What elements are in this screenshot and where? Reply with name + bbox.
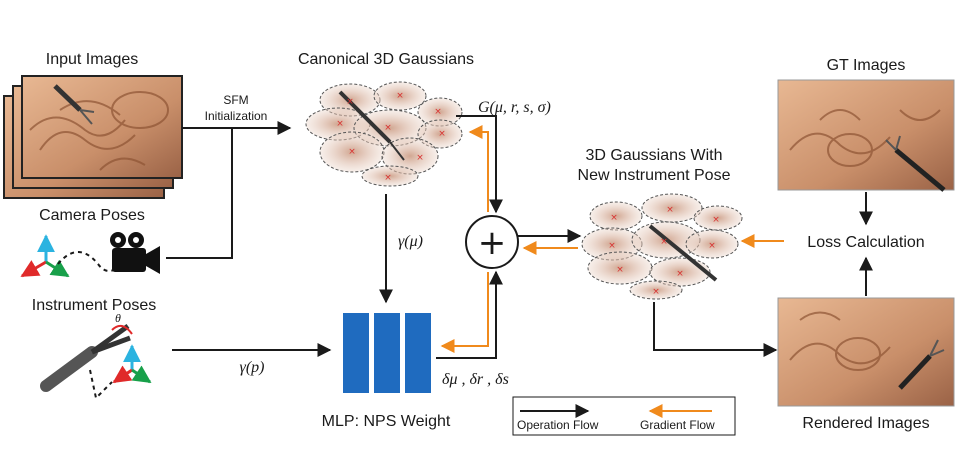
new-pose-gaussian-markers: × × × × × × × × × [608, 205, 720, 297]
mlp-label: MLP: NPS Weight [322, 413, 451, 430]
canonical-gaussians-cloud [305, 81, 463, 187]
input-images-stack [3, 75, 183, 199]
svg-text:×: × [708, 241, 716, 251]
gradient-plus-to-gaussians-arrow [468, 125, 489, 212]
brain-fold-texture [29, 91, 169, 171]
theta-label: θ [115, 311, 121, 325]
movie-camera-icon [110, 232, 160, 274]
sfm-label-line2: Initialization [205, 109, 268, 123]
new-pose-label-line1: 3D Gaussians With [586, 147, 723, 164]
gaussian-center-markers: × × × × × × × × × [336, 91, 446, 183]
svg-text:×: × [666, 205, 674, 215]
gamma-mu-label: γ(μ) [398, 233, 423, 250]
gradient-plus-to-mlp-arrow [440, 272, 489, 353]
svg-text:×: × [616, 265, 624, 275]
svg-text:×: × [384, 173, 392, 183]
mlp-to-plus-arrow [436, 270, 503, 359]
new-pose-label-line2: New Instrument Pose [578, 167, 731, 184]
legend: Operation Flow Gradient Flow [512, 396, 736, 436]
mlp-block [343, 313, 431, 393]
legend-gradient-label: Gradient Flow [640, 418, 715, 432]
svg-text:×: × [712, 215, 720, 225]
plus-sign: + [478, 223, 507, 263]
svg-text:×: × [676, 269, 684, 279]
surgical-instrument-icon: θ [40, 311, 133, 392]
svg-text:×: × [652, 287, 660, 297]
gaussian-params-label: G(μ, r, s, σ) [478, 99, 551, 116]
camera-pose-axes-icon [20, 234, 70, 278]
instrument-poses-label: Instrument Poses [32, 297, 157, 314]
svg-text:×: × [348, 147, 356, 157]
new-pose-gaussians-cloud [581, 193, 743, 300]
svg-text:×: × [434, 107, 442, 117]
gt-image [777, 79, 955, 192]
svg-text:×: × [396, 91, 404, 101]
legend-operation-label: Operation Flow [517, 418, 599, 432]
new-pose-to-rendered-arrow [653, 302, 778, 357]
loss-label: Loss Calculation [807, 234, 924, 251]
camera-to-sfm-line [166, 128, 233, 259]
svg-text:×: × [610, 213, 618, 223]
input-images-label: Input Images [46, 51, 139, 68]
instrument-pose-axes-icon [112, 344, 152, 384]
svg-text:×: × [416, 153, 424, 163]
instrument-pose-dashed-link [89, 369, 113, 401]
svg-text:×: × [608, 241, 616, 251]
svg-text:×: × [336, 119, 344, 129]
plus-operator: + [465, 215, 519, 269]
instrument-in-input-image [53, 84, 95, 125]
gt-images-label: GT Images [827, 57, 906, 74]
camera-poses-label: Camera Poses [39, 207, 145, 224]
deltas-label: δμ , δr , δs [442, 371, 509, 388]
svg-text:×: × [438, 129, 446, 139]
canonical-gaussians-label: Canonical 3D Gaussians [298, 51, 474, 68]
gamma-p-label: γ(p) [240, 359, 265, 376]
rendered-images-label: Rendered Images [802, 415, 929, 432]
svg-text:×: × [384, 123, 392, 133]
gaussians-to-plus-arrow [456, 115, 503, 214]
sfm-label-line1: SFM [223, 93, 248, 107]
svg-text:×: × [660, 237, 668, 247]
rendered-image [777, 297, 955, 407]
svg-text:×: × [346, 97, 354, 107]
